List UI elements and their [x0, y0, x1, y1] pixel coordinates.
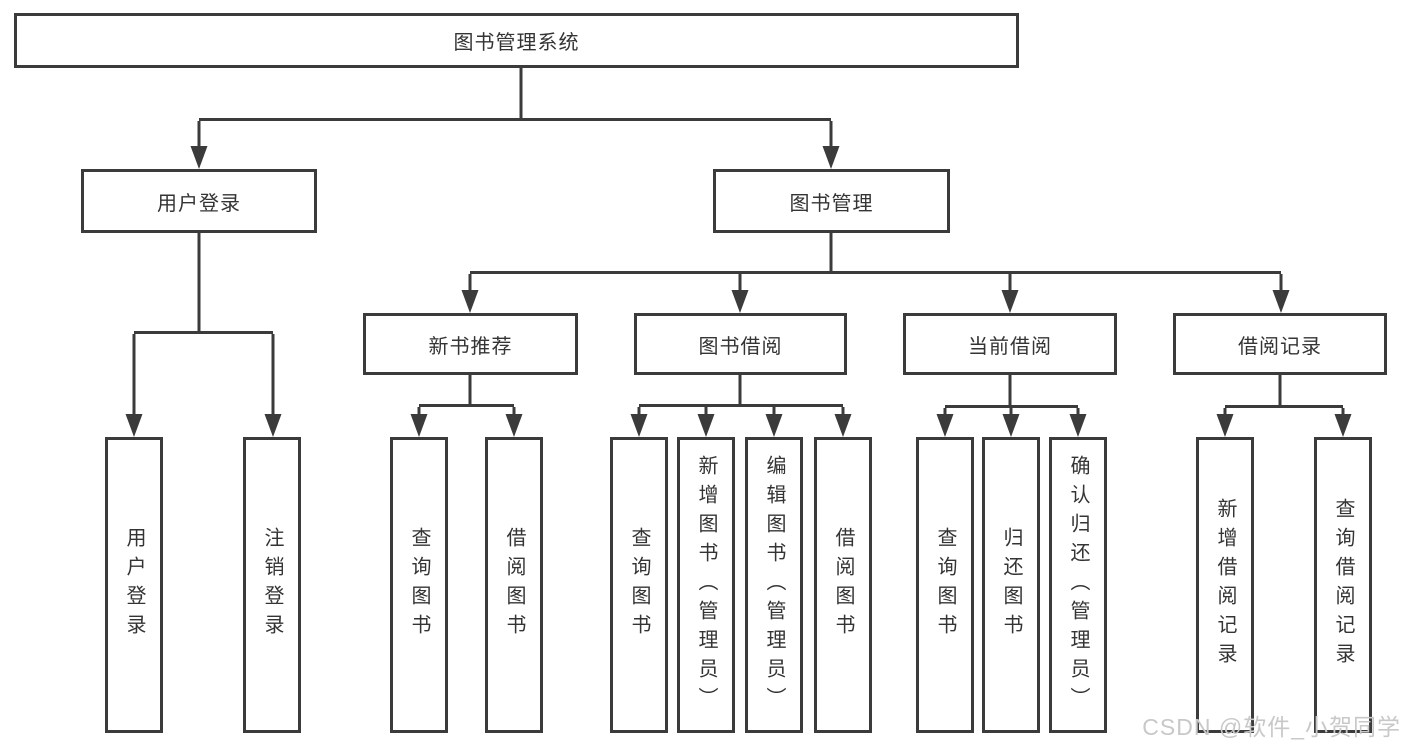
arrow-to-leaf: [125, 414, 143, 437]
leaf-query-books-borrow: 查询图书: [610, 437, 668, 733]
arrow-to-leaf: [630, 414, 648, 437]
connector-mgmt-to-level3: [468, 233, 1283, 291]
leaf-add-books-admin: 新增图书（管理员）: [677, 437, 735, 733]
arrow-to-leaf: [697, 414, 715, 437]
arrow-to-new-book-recommend: [461, 290, 479, 313]
node-label: 借阅记录: [1238, 335, 1322, 358]
leaf-label: 查询图书: [408, 527, 430, 643]
leaf-borrow-books-recommend: 借阅图书: [485, 437, 543, 733]
node-book-borrow: 图书借阅: [634, 313, 847, 375]
leaf-label: 用户登录: [123, 527, 145, 643]
leaf-label: 确认归还（管理员）: [1067, 454, 1089, 716]
arrowheads: [125, 146, 1352, 437]
leaf-label: 归还图书: [1000, 527, 1022, 643]
arrow-to-borrow-records: [1272, 290, 1290, 313]
leaf-label: 注销登录: [261, 527, 283, 643]
arrow-to-book-management: [822, 146, 840, 169]
arrow-to-leaf: [1002, 414, 1020, 437]
leaf-label: 新增图书（管理员）: [695, 454, 717, 716]
leaf-label: 查询图书: [934, 527, 956, 643]
node-label: 图书管理系统: [453, 32, 580, 54]
connector-bb-to-leaves: [637, 375, 845, 415]
node-new-book-recommend: 新书推荐: [363, 313, 578, 375]
node-user-login: 用户登录: [81, 169, 317, 233]
node-book-management: 图书管理: [713, 169, 950, 233]
node-current-borrow: 当前借阅: [903, 313, 1117, 375]
arrow-to-user-login: [190, 146, 208, 169]
leaf-label: 新增借阅记录: [1214, 498, 1236, 672]
arrow-to-leaf: [1216, 414, 1234, 437]
arrow-to-leaf: [1334, 414, 1352, 437]
leaf-add-borrow-record: 新增借阅记录: [1196, 437, 1254, 733]
arrow-to-leaf: [1069, 414, 1087, 437]
leaf-query-books-current: 查询图书: [916, 437, 974, 733]
node-label: 图书管理: [789, 192, 874, 215]
node-label: 新书推荐: [428, 335, 513, 358]
connector-root-to-level2: [197, 68, 833, 147]
leaf-edit-books-admin: 编辑图书（管理员）: [745, 437, 803, 733]
leaf-query-borrow-record: 查询借阅记录: [1314, 437, 1372, 733]
leaf-borrow-books: 借阅图书: [814, 437, 872, 733]
leaf-query-books-recommend: 查询图书: [390, 437, 448, 733]
arrow-to-leaf: [936, 414, 954, 437]
arrow-to-leaf: [765, 414, 783, 437]
arrow-to-leaf: [264, 414, 282, 437]
connector-cb-to-leaves: [943, 375, 1080, 415]
leaf-label: 借阅图书: [503, 527, 525, 643]
node-label: 用户登录: [157, 192, 241, 215]
connector-br-to-leaves: [1223, 375, 1345, 415]
arrow-to-leaf: [410, 414, 428, 437]
leaf-label: 查询借阅记录: [1332, 498, 1354, 672]
arrow-to-book-borrow: [731, 290, 749, 313]
leaf-label: 查询图书: [628, 527, 650, 643]
leaf-label: 编辑图书（管理员）: [763, 454, 785, 716]
node-label: 图书借阅: [698, 335, 783, 358]
leaf-return-books: 归还图书: [982, 437, 1040, 733]
arrow-to-current-borrow: [1001, 290, 1019, 313]
arrow-to-leaf: [505, 414, 523, 437]
node-root-library-system: 图书管理系统: [14, 13, 1019, 68]
connector-login-to-leaves: [132, 233, 275, 415]
node-borrow-records: 借阅记录: [1173, 313, 1387, 375]
node-label: 当前借阅: [968, 335, 1052, 358]
arrow-to-leaf: [834, 414, 852, 437]
csdn-watermark: CSDN @软件_小贺同学: [1142, 714, 1401, 740]
connector-nbr-to-leaves: [417, 375, 516, 415]
leaf-label: 借阅图书: [832, 527, 854, 643]
leaf-logout: 注销登录: [243, 437, 301, 733]
leaf-user-login: 用户登录: [105, 437, 163, 733]
leaf-confirm-return-admin: 确认归还（管理员）: [1049, 437, 1107, 733]
